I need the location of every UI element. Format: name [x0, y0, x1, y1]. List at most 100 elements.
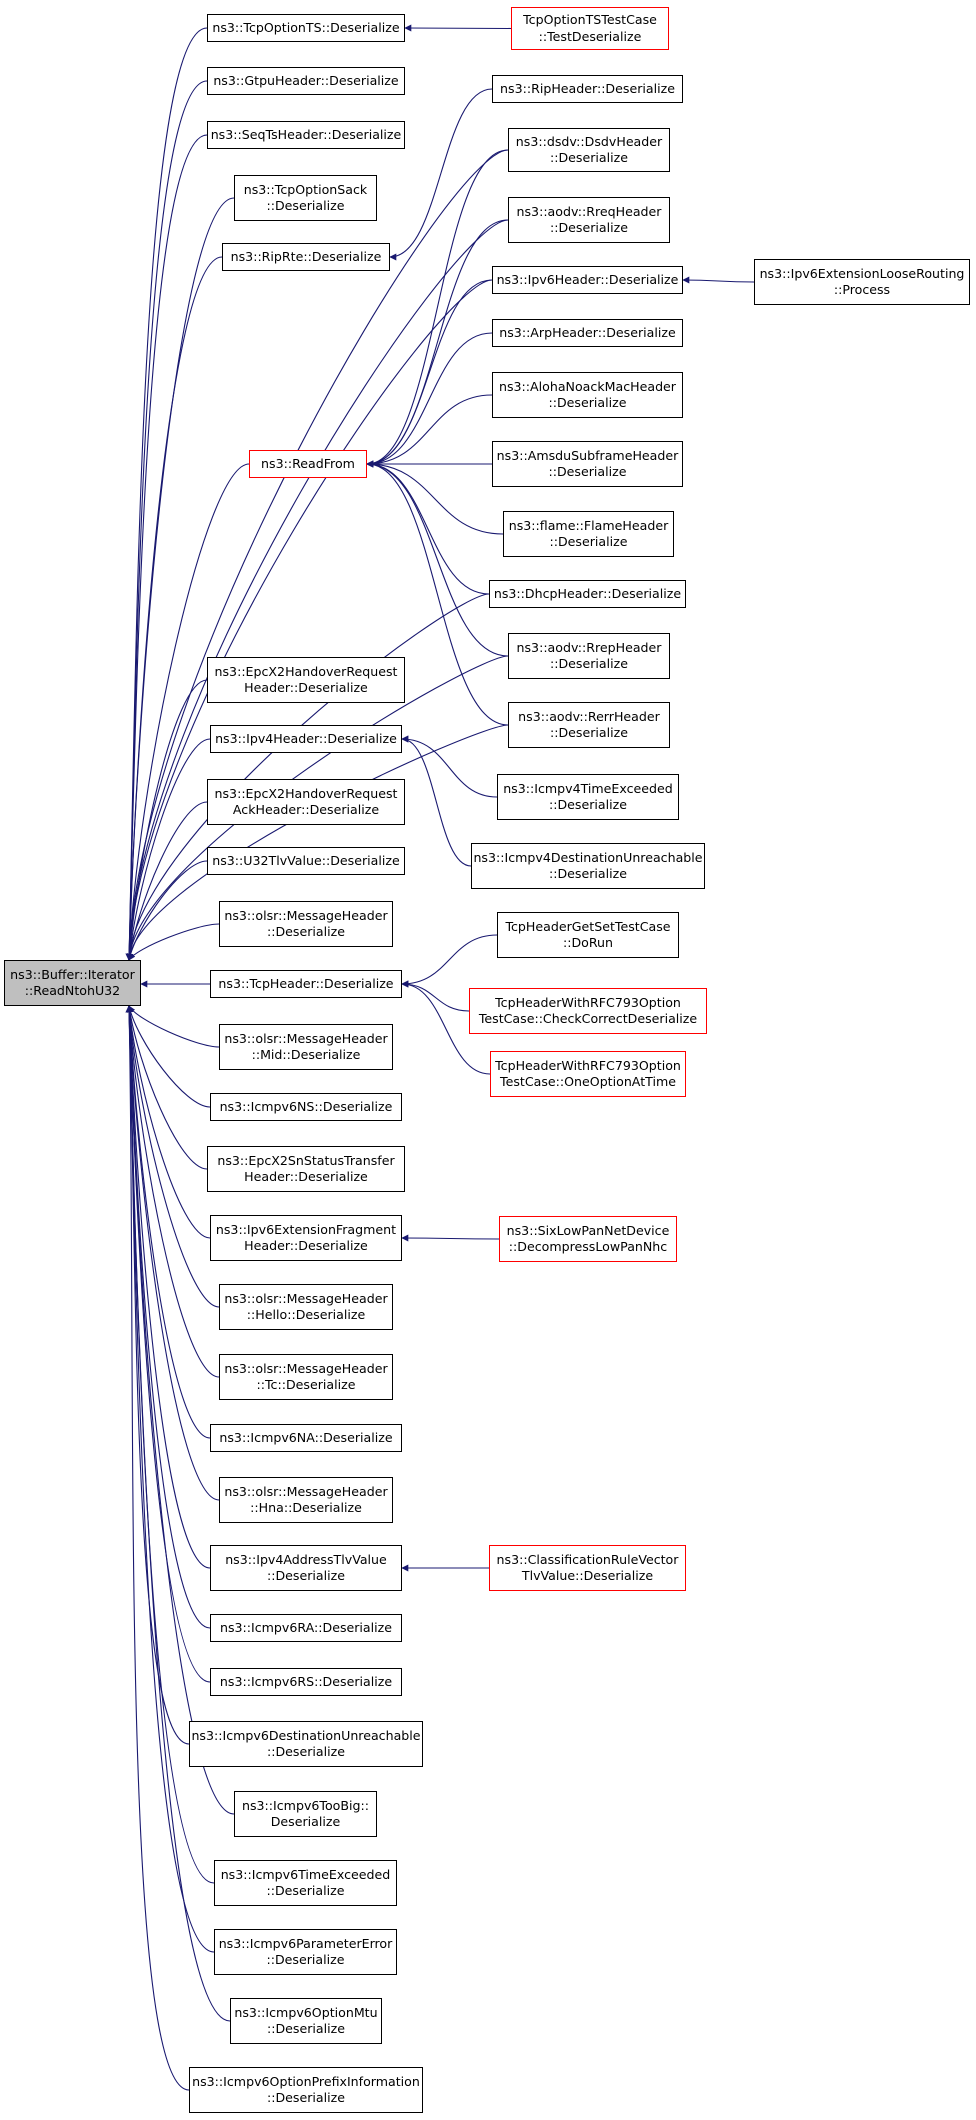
edge-olsrmh-to-root	[128, 923, 220, 961]
node-label-line: ::Hna::Deserialize	[250, 1500, 362, 1515]
node-icmpv6rs[interactable]: ns3::Icmpv6RS::Deserialize	[210, 1668, 402, 1696]
node-icmpv6prefix[interactable]: ns3::Icmpv6OptionPrefixInformation::Dese…	[189, 2067, 423, 2113]
edge-rfc793check-to-tcpheader	[401, 980, 470, 1012]
node-tcpoptionts[interactable]: ns3::TcpOptionTS::Deserialize	[207, 14, 405, 42]
node-label-line: ::Deserialize	[550, 656, 628, 671]
node-label-line: ns3::Icmpv6RS::Deserialize	[219, 1673, 393, 1689]
node-label-line: ns3::ArpHeader::Deserialize	[499, 324, 676, 340]
node-label-line: ::Mid::Deserialize	[251, 1047, 361, 1062]
node-label-line: ::Deserialize	[266, 1952, 345, 1967]
node-icmpv4te[interactable]: ns3::Icmpv4TimeExceeded::Deserialize	[497, 774, 679, 820]
node-label-line: ns3::olsr::MessageHeader	[224, 1290, 388, 1306]
node-label-line: Deserialize	[270, 1814, 341, 1829]
node-label-line: ::DoRun	[562, 935, 614, 950]
node-label-line: TcpOptionTSTestCase	[523, 12, 657, 27]
node-riprte[interactable]: ns3::RipRte::Deserialize	[222, 243, 390, 271]
node-label-line: ::Deserialize	[267, 2090, 345, 2105]
edge-arp-to-readfrom	[366, 332, 493, 468]
node-icmpv6te[interactable]: ns3::Icmpv6TimeExceeded::Deserialize	[214, 1860, 397, 1906]
node-seqts[interactable]: ns3::SeqTsHeader::Deserialize	[207, 121, 405, 149]
node-icmpv6na[interactable]: ns3::Icmpv6NA::Deserialize	[210, 1424, 402, 1452]
node-root[interactable]: ns3::Buffer::Iterator::ReadNtohU32	[4, 960, 141, 1006]
node-label-line: Header::Deserialize	[244, 1169, 368, 1184]
edge-ipv6ext-to-ipv6header	[682, 276, 755, 284]
node-ripheader[interactable]: ns3::RipHeader::Deserialize	[492, 75, 683, 103]
node-label-line: ns3::Icmpv4TimeExceeded	[503, 780, 673, 796]
node-icmpv4du[interactable]: ns3::Icmpv4DestinationUnreachable::Deser…	[471, 843, 705, 889]
node-amsdu[interactable]: ns3::AmsduSubframeHeader::Deserialize	[492, 441, 683, 487]
node-olsrmh[interactable]: ns3::olsr::MessageHeader::Deserialize	[219, 901, 393, 947]
node-ipv4addrtlv[interactable]: ns3::Ipv4AddressTlvValue::Deserialize	[210, 1545, 402, 1591]
node-label-line: ns3::Icmpv6OptionMtu	[234, 2004, 378, 2020]
node-icmpv6tb[interactable]: ns3::Icmpv6TooBig::Deserialize	[234, 1791, 377, 1837]
node-tcpoptionsack[interactable]: ns3::TcpOptionSack::Deserialize	[234, 175, 377, 221]
node-ipv6ext[interactable]: ns3::Ipv6ExtensionLooseRouting::Process	[754, 259, 970, 305]
node-label-line: ::Deserialize	[266, 1883, 345, 1898]
node-rerr[interactable]: ns3::aodv::RerrHeader::Deserialize	[508, 702, 670, 748]
edge-gtpu-to-root	[125, 80, 208, 961]
node-dsdv[interactable]: ns3::dsdv::DsdvHeader::Deserialize	[508, 128, 670, 172]
node-label-line: ns3::Icmpv6RA::Deserialize	[219, 1619, 393, 1635]
node-label-line: ns3::EpcX2SnStatusTransfer	[217, 1152, 395, 1168]
node-label-line: ns3::Ipv4Header::Deserialize	[215, 730, 397, 746]
node-aloha[interactable]: ns3::AlohaNoackMacHeader::Deserialize	[492, 372, 683, 418]
node-rreq[interactable]: ns3::aodv::RreqHeader::Deserialize	[508, 197, 670, 243]
node-olsrtc[interactable]: ns3::olsr::MessageHeader::Tc::Deserializ…	[219, 1354, 393, 1400]
edge-dhcp-to-readfrom	[366, 460, 490, 595]
node-tcpheader[interactable]: ns3::TcpHeader::Deserialize	[210, 970, 402, 998]
node-tcphdrtest[interactable]: TcpHeaderGetSetTestCase::DoRun	[497, 912, 679, 958]
node-label-line: ns3::Icmpv6OptionPrefixInformation	[192, 2073, 420, 2089]
node-tcpoptionts-test[interactable]: TcpOptionTSTestCase::TestDeserialize	[511, 7, 669, 50]
edge-ipv4addrtlv-to-root	[125, 1005, 211, 1569]
node-ipv4header[interactable]: ns3::Ipv4Header::Deserialize	[210, 725, 402, 753]
node-label-line: ns3::AmsduSubframeHeader	[496, 447, 679, 463]
edge-olsrmid-to-root	[128, 1005, 220, 1048]
node-label-line: ns3::Ipv6ExtensionFragment	[215, 1221, 397, 1237]
node-label-line: ::DecompressLowPanNhc	[508, 1239, 668, 1254]
edge-ipv4header-to-root	[126, 738, 211, 961]
node-flame[interactable]: ns3::flame::FlameHeader::Deserialize	[503, 511, 674, 557]
node-olsrhello[interactable]: ns3::olsr::MessageHeader::Hello::Deseria…	[219, 1284, 393, 1330]
node-label-line: ns3::Icmpv6TooBig::	[242, 1797, 369, 1813]
node-icmpv6ra[interactable]: ns3::Icmpv6RA::Deserialize	[210, 1614, 402, 1642]
node-dhcp[interactable]: ns3::DhcpHeader::Deserialize	[489, 580, 686, 608]
edge-tcphdrtest-to-tcpheader	[401, 934, 498, 988]
node-sixlowpan[interactable]: ns3::SixLowPanNetDevice::DecompressLowPa…	[499, 1216, 677, 1262]
node-readfrom[interactable]: ns3::ReadFrom	[249, 450, 367, 478]
node-label-line: ::Hello::Deserialize	[246, 1307, 366, 1322]
node-ipv6header[interactable]: ns3::Ipv6Header::Deserialize	[492, 266, 683, 294]
node-arp[interactable]: ns3::ArpHeader::Deserialize	[492, 319, 683, 347]
node-label-line: ns3::EpcX2HandoverRequest	[214, 785, 398, 801]
node-rrep[interactable]: ns3::aodv::RrepHeader::Deserialize	[508, 633, 670, 679]
node-label-line: ::Deserialize	[267, 924, 345, 939]
node-icmpv6mtu[interactable]: ns3::Icmpv6OptionMtu::Deserialize	[230, 1998, 382, 2044]
node-icmpv6pe[interactable]: ns3::Icmpv6ParameterError::Deserialize	[214, 1929, 397, 1975]
node-label-line: ns3::Icmpv6ParameterError	[218, 1935, 393, 1951]
node-label-line: TestCase::OneOptionAtTime	[500, 1074, 676, 1089]
node-icmpv6ns[interactable]: ns3::Icmpv6NS::Deserialize	[210, 1093, 402, 1121]
edge-rreq-to-root	[125, 219, 509, 961]
node-gtpu[interactable]: ns3::GtpuHeader::Deserialize	[207, 67, 405, 95]
node-label-line: ns3::Icmpv6NS::Deserialize	[219, 1098, 393, 1114]
edge-ipv6frag-to-root	[126, 1005, 211, 1239]
edge-icmpv6tb-to-root	[125, 1005, 235, 1815]
node-label-line: ::Deserialize	[550, 150, 628, 165]
node-u32tlv[interactable]: ns3::U32TlvValue::Deserialize	[207, 847, 405, 875]
node-label-line: TcpHeaderWithRFC793Option	[495, 994, 681, 1010]
node-label-line: ::Deserialize	[549, 797, 627, 812]
node-olsrhna[interactable]: ns3::olsr::MessageHeader::Hna::Deseriali…	[219, 1477, 393, 1523]
node-label-line: ::Tc::Deserialize	[256, 1377, 356, 1392]
node-icmpv6du[interactable]: ns3::Icmpv6DestinationUnreachable::Deser…	[189, 1721, 423, 1767]
node-label-line: TcpHeaderWithRFC793Option	[495, 1057, 681, 1073]
node-olsrmid[interactable]: ns3::olsr::MessageHeader::Mid::Deseriali…	[219, 1024, 393, 1070]
node-label-line: ::Process	[833, 282, 891, 297]
edge-icmpv6ns-to-root	[126, 1005, 211, 1108]
node-label-line: ns3::Icmpv6DestinationUnreachable	[191, 1727, 421, 1743]
